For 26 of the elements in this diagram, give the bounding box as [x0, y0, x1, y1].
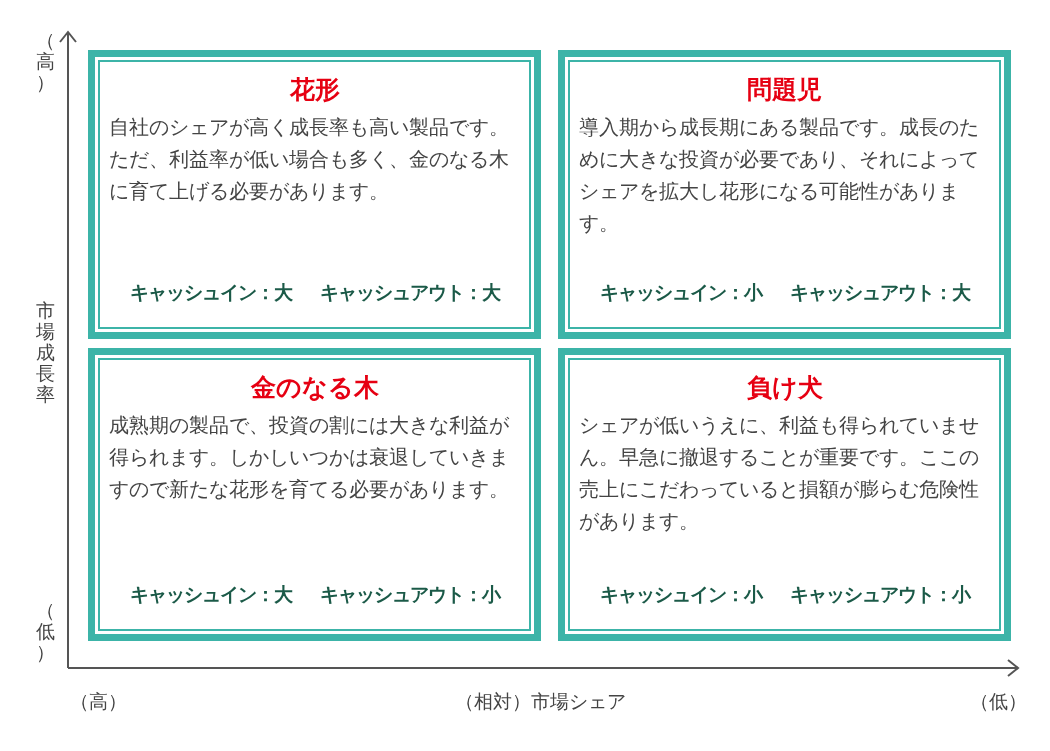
quadrant-title: 花形 [289, 75, 340, 105]
quadrant-box [88, 348, 541, 641]
x-axis-title: （相対）市場シェア [455, 690, 626, 712]
cash-flow-text: キャッシュイン：小 [599, 582, 762, 606]
cash-flow-text: キャッシュアウト：小 [319, 582, 500, 606]
cash-flow-text: キャッシュイン：大 [129, 582, 292, 606]
quadrant-box [558, 348, 1011, 641]
quadrant-title: 問題児 [747, 75, 822, 105]
axis-high-label: （高） [36, 30, 55, 93]
cash-flow-text: キャッシュイン：大 [129, 280, 292, 304]
axis-low-label: （低） [36, 600, 55, 663]
quadrant-box [88, 50, 541, 339]
description-text: 成熟期の製品で、投資の割には大きな利益が得られます。しかしいつかは衰退していきますので新たな花形を育てる必要があります。 [109, 412, 510, 503]
description-text: 自社のシェアが高く成長率も高い製品です。ただ、利益率が低い場合も多く、金のなる木に育て上げる必要があります。 [109, 114, 510, 205]
quadrant-title: 負け犬 [746, 373, 823, 403]
description-text: シェアが低いうえに、利益も得られていません。早急に撤退することが重要です。ここの売上にこだわっていると損額が膨らむ危険性があります。 [579, 412, 980, 535]
cash-flow-text: キャッシュアウト：小 [789, 582, 970, 606]
axis-high-label: （高） [70, 690, 127, 712]
cash-flow-text: キャッシュイン：小 [599, 280, 762, 304]
y-axis-title: 市場成長率 [36, 300, 55, 405]
cash-flow-text: キャッシュアウト：大 [319, 280, 500, 304]
quadrant-box [558, 50, 1011, 339]
description-text: 導入期から成長期にある製品です。成長のために大きな投資が必要であり、それによってシェアを拡大し花形になる可能性があります。 [579, 114, 980, 237]
cash-flow-text: キャッシュアウト：大 [789, 280, 970, 304]
axis-low-label: （低） [970, 690, 1027, 712]
quadrant-title: 金のなる木 [250, 373, 379, 403]
